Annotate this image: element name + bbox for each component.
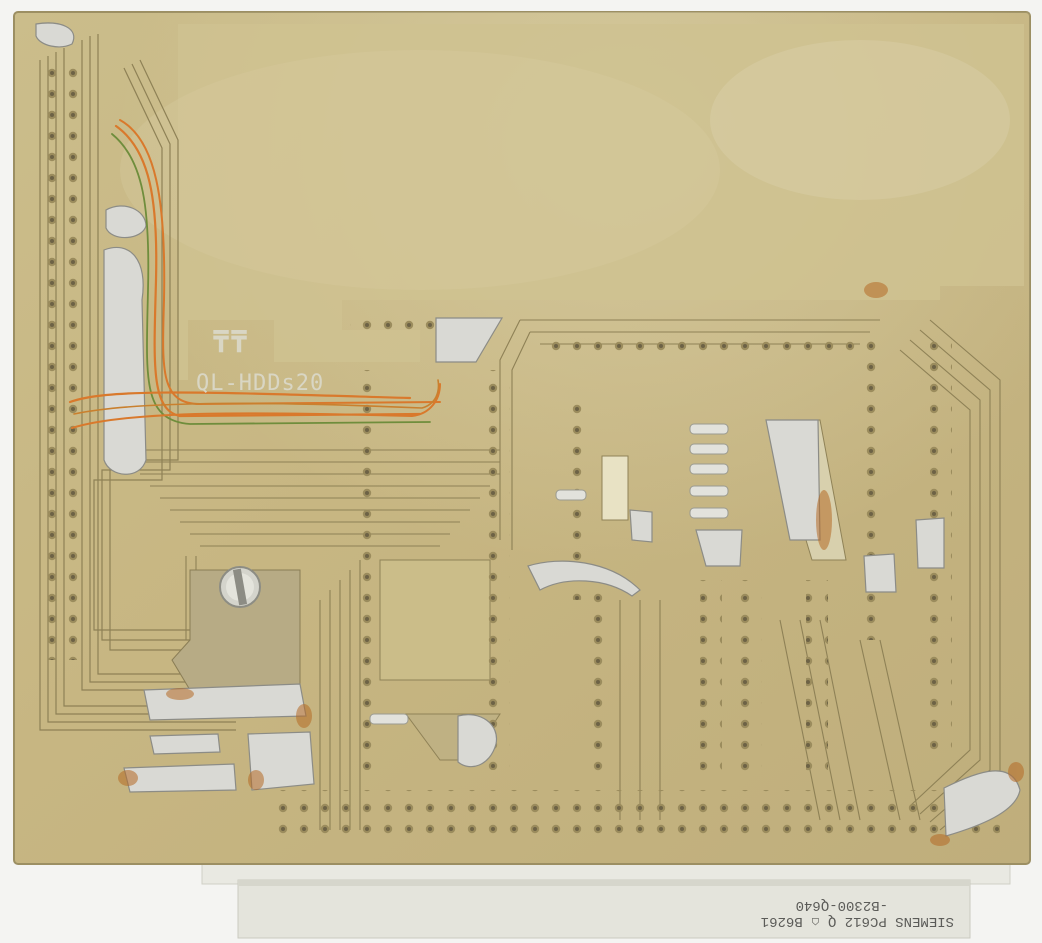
screw-icon (219, 566, 261, 608)
smd-pads (369, 423, 729, 725)
pin-rows (36, 60, 1000, 836)
bodge-wires (68, 119, 441, 429)
connector-print-line2: -B2300-Q640 (796, 897, 888, 913)
board-logo: ₸₸ (212, 325, 248, 360)
board-silkscreen-label: QL-HDDs20 (196, 371, 324, 396)
flux-residue (118, 282, 1024, 846)
logo-glyph: ₸₸ (212, 325, 248, 360)
horizontal-trace-bus (120, 449, 500, 640)
edge-connector: SIEMENS PC612 Q ⌂ B6261 -B2300-Q640 (201, 857, 1011, 939)
connector-print-line1: SIEMENS PC612 Q ⌂ B6261 (761, 913, 954, 929)
